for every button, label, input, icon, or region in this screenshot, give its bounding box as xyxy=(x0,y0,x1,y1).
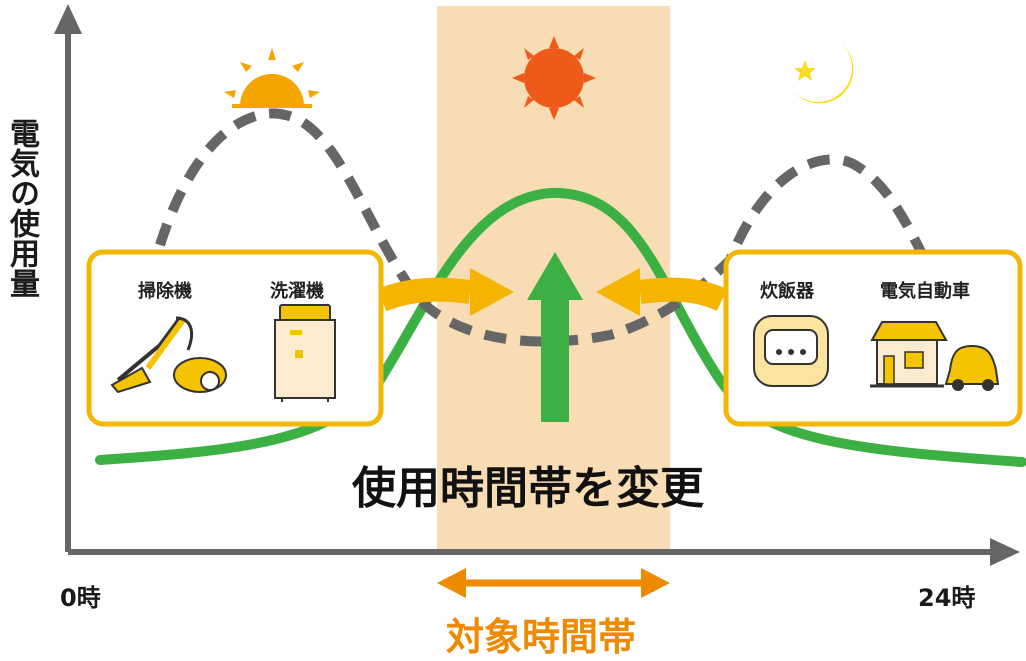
usage-curve-before xyxy=(155,108,935,347)
x-axis-start-label: 0時 xyxy=(60,584,101,612)
y-axis-label: 電気の使用量 xyxy=(4,118,39,298)
washing-machine-icon xyxy=(274,304,336,402)
appliance-label-ev: 電気自動車 xyxy=(880,281,970,302)
moon-icon xyxy=(794,44,854,104)
shift-arrow-right xyxy=(377,268,514,316)
increase-arrow xyxy=(527,252,583,422)
axes xyxy=(54,4,1020,566)
sun-icon xyxy=(512,36,596,120)
target-time-label: 対象時間帯 xyxy=(446,615,637,659)
shift-usage-text: 使用時間帯を変更 xyxy=(352,463,704,514)
house-and-car-icon xyxy=(870,321,1000,391)
shift-arrow-left xyxy=(596,268,728,316)
vacuum-cleaner-icon xyxy=(110,316,227,394)
rice-cooker-icon xyxy=(753,315,829,387)
appliance-label-vacuum: 掃除機 xyxy=(138,281,192,302)
rising-sun-icon xyxy=(224,48,320,108)
target-time-arrow xyxy=(437,568,670,598)
left-appliance-box xyxy=(86,249,384,427)
appliance-label-rice-cooker: 炊飯器 xyxy=(760,281,814,302)
x-axis-end-label: 24時 xyxy=(918,584,976,612)
appliance-label-washer: 洗濯機 xyxy=(270,281,324,302)
